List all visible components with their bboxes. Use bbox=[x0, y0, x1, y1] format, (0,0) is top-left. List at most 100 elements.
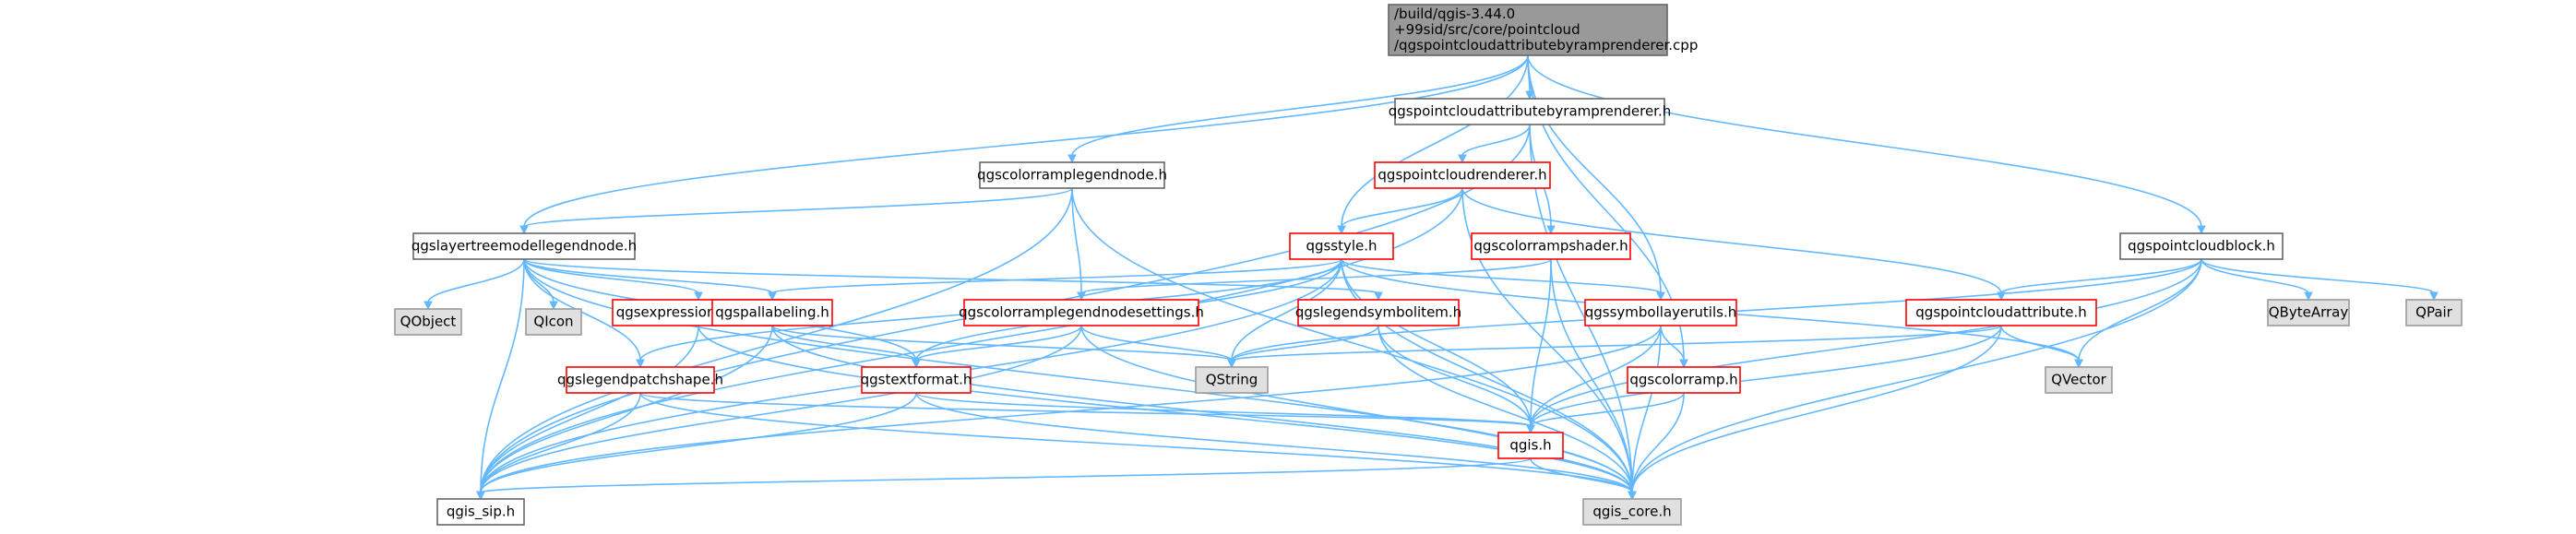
node-label: qgscolorramplegendnode.h bbox=[977, 167, 1167, 184]
edge-cloudattribute-to-qvector bbox=[2000, 325, 2083, 369]
edge-cloudblock-to-cloudattribute bbox=[1997, 258, 2202, 302]
node-box bbox=[1584, 299, 1737, 326]
edge-line bbox=[1071, 54, 1529, 157]
node-colorramplegendnode[interactable]: qgscolorramplegendnode.h bbox=[977, 161, 1167, 189]
edge-line bbox=[2000, 258, 2202, 294]
edge-exprcontext-to-qgiscore bbox=[698, 325, 1637, 501]
node-label: QPair bbox=[2415, 304, 2453, 321]
node-box bbox=[2267, 299, 2350, 326]
node-box bbox=[1497, 432, 1564, 459]
node-qgissip[interactable]: qgis_sip.h bbox=[436, 498, 525, 526]
edge-symbollayerutils-to-qgiscore bbox=[1628, 325, 1662, 501]
node-byramp[interactable]: qgspointcloudattributebyramprenderer.h bbox=[1389, 98, 1672, 125]
edge-line bbox=[1341, 258, 1633, 493]
edge-line bbox=[1550, 258, 1633, 493]
node-layertreemodellegendnode[interactable]: qgslayertreemodellegendnode.h bbox=[411, 232, 637, 260]
node-box bbox=[963, 299, 1199, 326]
edge-line bbox=[1530, 258, 1552, 427]
edge-line bbox=[1231, 325, 1379, 362]
edge-line bbox=[1631, 325, 2002, 493]
node-box bbox=[1297, 299, 1460, 326]
node-textformat[interactable]: qgstextformat.h bbox=[861, 366, 972, 394]
node-label: +99sid/src/core/pointcloud bbox=[1394, 21, 1580, 38]
edge-arrowhead bbox=[1526, 424, 1535, 434]
edge-line bbox=[1341, 258, 1662, 294]
edge-line bbox=[480, 187, 1463, 493]
node-root[interactable]: /build/qgis-3.44.0+99sid/src/core/pointc… bbox=[1388, 4, 1698, 56]
edge-line bbox=[1231, 258, 1342, 362]
edge-line bbox=[523, 258, 773, 294]
node-label: QIcon bbox=[533, 314, 573, 330]
node-pallabeling[interactable]: qgspallabeling.h bbox=[711, 299, 833, 326]
edge-line bbox=[771, 325, 1633, 493]
edge-line bbox=[1071, 187, 1082, 294]
edge-line bbox=[1631, 392, 1685, 493]
edge-layertreemodellegendnode-to-exprcontext bbox=[523, 258, 703, 302]
node-qpair: QPair bbox=[2405, 299, 2463, 326]
edge-style-to-symbollayerutils bbox=[1341, 258, 1665, 302]
edge-arrowhead bbox=[1679, 359, 1688, 369]
edge-colorrampshader-to-legendnodesettings bbox=[1077, 258, 1552, 302]
edge-cloudattribute-to-qstring bbox=[1227, 325, 2002, 369]
edge-pallabeling-to-qgissip bbox=[476, 325, 773, 501]
edge-legendsymbolitem-to-qgiscore bbox=[1377, 325, 1637, 501]
node-cloudrenderer[interactable]: qgspointcloudrenderer.h bbox=[1374, 161, 1551, 189]
node-label: qgis_core.h bbox=[1592, 504, 1671, 521]
node-box bbox=[979, 161, 1165, 189]
node-box bbox=[525, 308, 582, 336]
edge-line bbox=[1631, 258, 2202, 493]
edge-arrowhead bbox=[1374, 291, 1383, 302]
edge-line bbox=[1341, 187, 1463, 228]
edge-arrowhead bbox=[768, 291, 777, 302]
node-box bbox=[2045, 366, 2113, 394]
node-legendsymbolitem[interactable]: qgslegendsymbolitem.h bbox=[1295, 299, 1461, 326]
node-cloudattribute[interactable]: qgspointcloudattribute.h bbox=[1905, 299, 2097, 326]
node-label: qgscolorramplegendnodesettings.h bbox=[959, 304, 1204, 321]
edge-arrowhead bbox=[1077, 291, 1086, 302]
node-cloudblock[interactable]: qgspointcloudblock.h bbox=[2119, 232, 2284, 260]
edge-arrowhead bbox=[1546, 225, 1556, 235]
edge-byramp-to-cloudrenderer bbox=[1458, 124, 1531, 164]
node-qgis[interactable]: qgis.h bbox=[1497, 432, 1564, 459]
node-symbollayerutils[interactable]: qgssymbollayerutils.h bbox=[1584, 299, 1737, 326]
edge-root-to-layertreemodellegendnode bbox=[519, 54, 1529, 235]
node-box bbox=[1374, 161, 1551, 189]
node-colorrampshader[interactable]: qgscolorrampshader.h bbox=[1471, 232, 1631, 260]
edge-arrowhead bbox=[636, 359, 645, 369]
edge-line bbox=[2200, 258, 2435, 294]
node-legendnodesettings[interactable]: qgscolorramplegendnodesettings.h bbox=[959, 299, 1204, 326]
node-qstring: QString bbox=[1195, 366, 1269, 394]
node-legendpatchshape[interactable]: qgslegendpatchshape.h bbox=[557, 366, 723, 394]
edge-line bbox=[1231, 325, 2002, 362]
edge-line bbox=[1377, 325, 1532, 427]
node-qobject: QObject bbox=[394, 308, 462, 336]
edge-cloudblock-to-qbytearray bbox=[2200, 258, 2313, 302]
edge-colorramplegendnode-to-layertreemodellegendnode bbox=[519, 187, 1073, 235]
edge-line bbox=[480, 392, 641, 493]
edge-line bbox=[1530, 325, 2002, 427]
node-label: /build/qgis-3.44.0 bbox=[1394, 6, 1515, 22]
edge-arrowhead bbox=[2429, 291, 2439, 302]
node-label: QVector bbox=[2051, 372, 2106, 388]
node-box bbox=[412, 232, 636, 260]
node-label: qgscolorrampshader.h bbox=[1473, 238, 1628, 255]
node-style[interactable]: qgsstyle.h bbox=[1289, 232, 1394, 260]
edge-line bbox=[480, 187, 1073, 493]
edge-line bbox=[915, 392, 1633, 493]
node-box bbox=[1394, 98, 1665, 125]
edge-legendsymbolitem-to-qgis bbox=[1377, 325, 1535, 434]
node-box bbox=[1289, 232, 1394, 260]
node-box bbox=[1195, 366, 1269, 394]
edge-line bbox=[771, 325, 917, 362]
edge-layer bbox=[423, 54, 2439, 501]
edge-line bbox=[480, 325, 699, 493]
edge-qgis-to-qgissip bbox=[476, 457, 1532, 501]
edge-cloudrenderer-to-style bbox=[1337, 187, 1463, 235]
edge-line bbox=[639, 392, 1532, 427]
edge-line bbox=[1530, 457, 1633, 493]
node-colorramp[interactable]: qgscolorramp.h bbox=[1627, 366, 1741, 394]
edge-line bbox=[1071, 187, 1633, 493]
edge-style-to-qgis bbox=[1341, 258, 1535, 434]
edge-arrowhead bbox=[1458, 154, 1467, 164]
